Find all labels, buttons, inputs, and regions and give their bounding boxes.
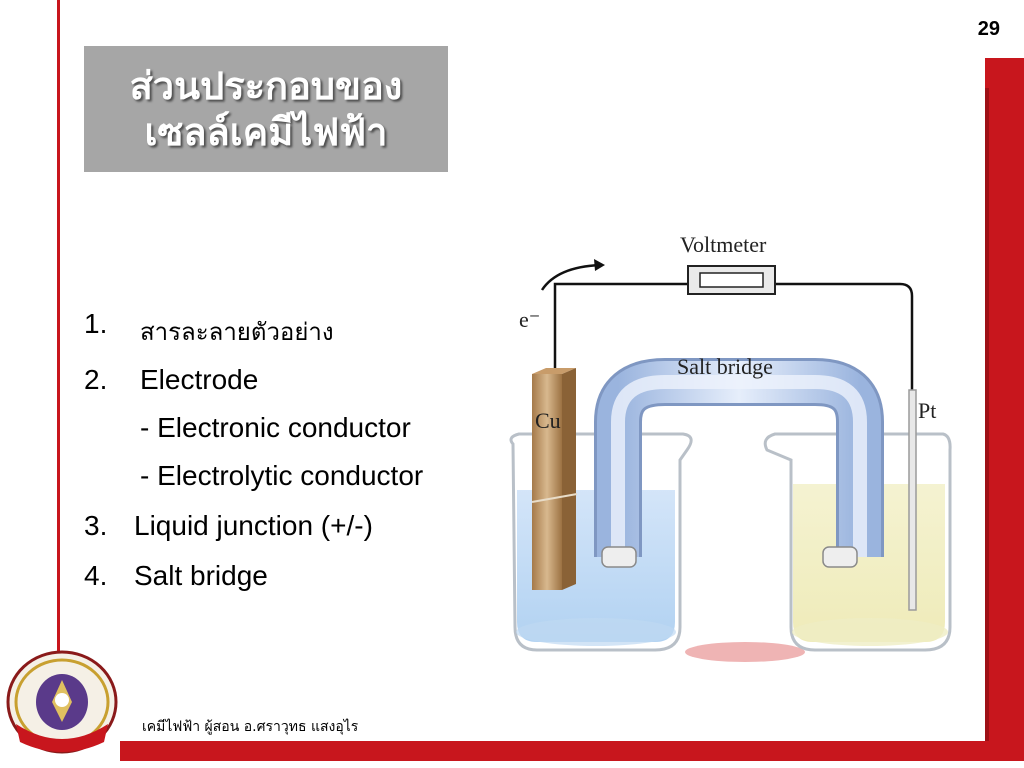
university-seal-logo	[6, 650, 118, 754]
platinum-label: Pt	[918, 398, 936, 423]
voltmeter-label: Voltmeter	[680, 232, 767, 257]
list-text: Salt bridge	[134, 560, 268, 591]
title-line-1: ส่วนประกอบของ	[129, 64, 403, 108]
list-number: 3.	[84, 510, 108, 541]
right-frame-shadow	[985, 88, 989, 743]
list-text: Liquid junction (+/-)	[134, 510, 373, 541]
list-text: - Electronic conductor	[140, 412, 411, 443]
electrochemical-cell-diagram: e⁻ Voltmeter Salt bridge Cu Pt	[509, 232, 952, 662]
left-accent-line	[57, 0, 60, 740]
list-text: Electrode	[140, 364, 259, 395]
slide-number: 29	[977, 18, 1000, 40]
electron-flow-arrow	[540, 259, 605, 291]
list-number: 4.	[84, 560, 108, 591]
salt-bridge-tube	[594, 358, 884, 568]
voltmeter-icon	[687, 265, 776, 295]
title-box: ส่วนประกอบของ เซลล์เคมีไฟฟ้า	[84, 46, 448, 172]
list-text: สารละลายตัวอย่าง	[140, 318, 334, 346]
electron-label: e⁻	[519, 307, 540, 332]
copper-label: Cu	[535, 408, 561, 433]
salt-bridge-label: Salt bridge	[677, 354, 773, 379]
bottom-accent-bar	[120, 741, 1024, 761]
platinum-electrode	[908, 389, 917, 611]
list-number: 2.	[84, 364, 108, 395]
list-number: 1.	[84, 308, 108, 339]
title-line-2: เซลล์เคมีไฟฟ้า	[144, 110, 388, 154]
right-beaker	[763, 432, 952, 652]
copper-electrode	[531, 368, 578, 590]
list-text: - Electrolytic conductor	[140, 460, 424, 491]
footer-text: เคมีไฟฟ้า ผู้สอน อ.ศราวุทธ แสงอุไร	[142, 719, 359, 735]
right-frame-bar	[985, 88, 1024, 743]
red-wave-backdrop	[685, 642, 805, 662]
right-frame-top	[985, 58, 1024, 88]
